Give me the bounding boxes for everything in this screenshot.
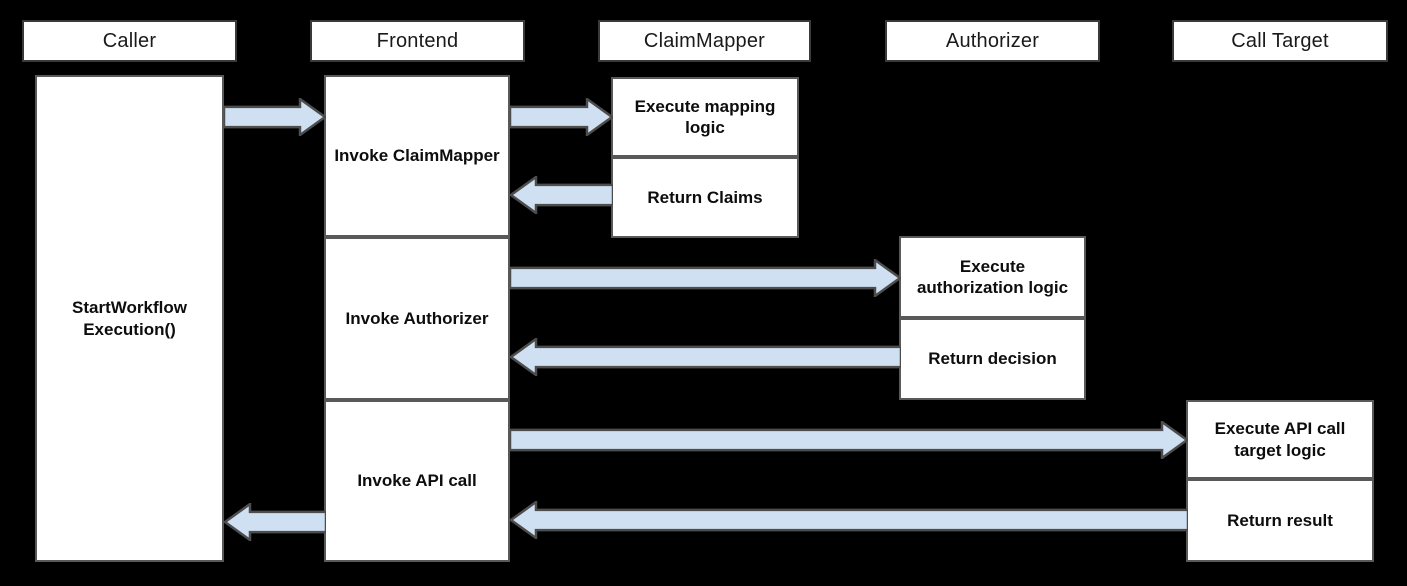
activation-caller-start: StartWorkflow Execution() [35,75,224,562]
activation-ct-execute: Execute API call target logic [1186,400,1374,479]
lifeline-header-claimmapper: ClaimMapper [598,20,811,62]
activation-cm-execute: Execute mapping logic [611,77,799,157]
arrow-msg-frontend-to-claimmapper [510,98,613,136]
arrow-msg-calltarget-to-frontend [510,501,1188,539]
lifeline-header-authorizer: Authorizer [885,20,1100,62]
arrow-msg-frontend-to-caller [224,503,326,541]
arrow-msg-frontend-to-authorizer [510,259,901,297]
activation-auth-return: Return decision [899,318,1086,400]
arrow-glyph-left [510,501,1188,539]
arrow-msg-authorizer-to-frontend [510,338,901,376]
arrow-glyph-right [510,98,613,136]
lifeline-header-caller: Caller [22,20,237,62]
activation-auth-execute: Execute authorization logic [899,236,1086,318]
lifeline-header-calltarget: Call Target [1172,20,1388,62]
activation-cm-return: Return Claims [611,157,799,238]
activation-frontend-authorize: Invoke Authorizer [324,237,510,400]
arrow-glyph-right [510,259,901,297]
arrow-glyph-left [224,503,326,541]
activation-ct-return: Return result [1186,479,1374,562]
activation-frontend-claimmap: Invoke ClaimMapper [324,75,510,237]
arrow-glyph-right [510,421,1188,459]
arrow-msg-caller-to-frontend [224,98,326,136]
arrow-msg-claimmapper-to-frontend [510,176,613,214]
arrow-glyph-left [510,176,613,214]
arrow-msg-frontend-to-calltarget [510,421,1188,459]
arrow-glyph-right [224,98,326,136]
arrow-glyph-left [510,338,901,376]
lifeline-header-frontend: Frontend [310,20,525,62]
activation-frontend-apicall: Invoke API call [324,400,510,562]
